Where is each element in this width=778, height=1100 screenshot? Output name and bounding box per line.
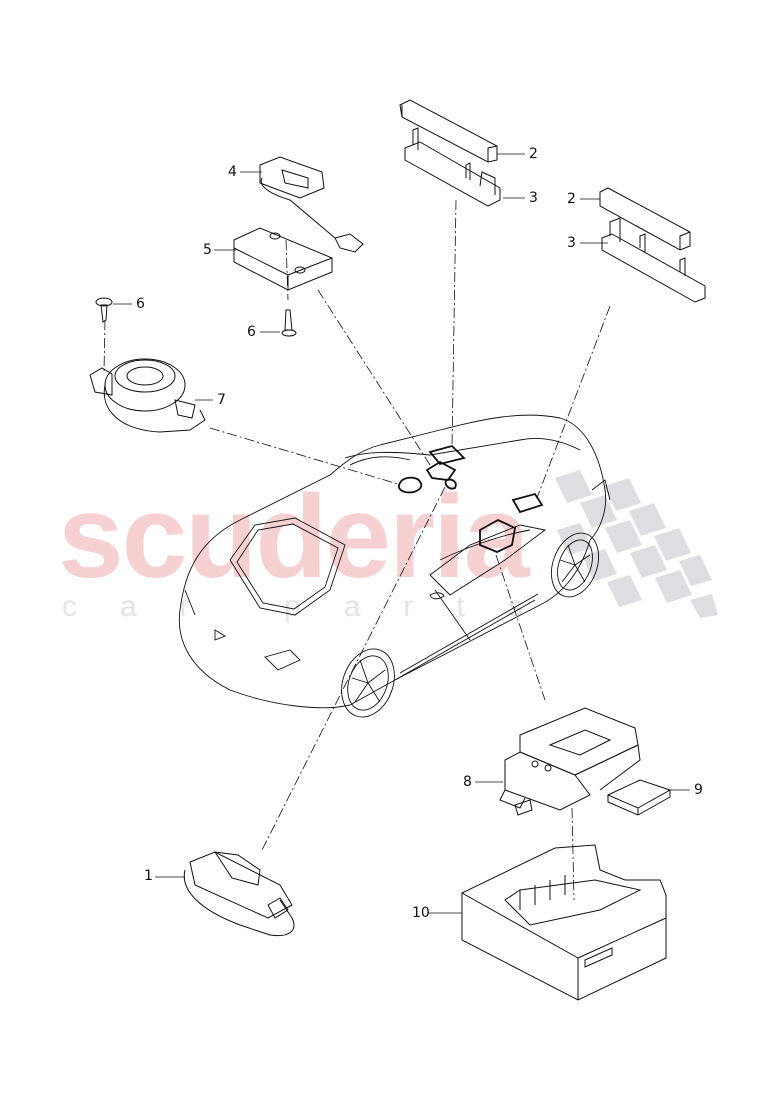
- control-unit-small-art: [233, 156, 364, 337]
- callout-10[interactable]: 10: [412, 905, 430, 921]
- callout-leaders: [113, 153, 690, 914]
- callout-8[interactable]: 8: [463, 774, 472, 790]
- callout-3-top[interactable]: 3: [529, 190, 538, 206]
- callout-2-right[interactable]: 2: [567, 191, 576, 207]
- watermark-tagline: car parts: [62, 590, 566, 623]
- callout-7[interactable]: 7: [217, 392, 226, 408]
- foam-holder-art: [461, 844, 667, 1001]
- line-art: [89, 99, 706, 1001]
- callout-6-upper[interactable]: 6: [136, 296, 145, 312]
- car-location-markers: [397, 444, 544, 553]
- speaker-art: [89, 358, 206, 433]
- callout-5[interactable]: 5: [203, 242, 212, 258]
- callout-2-top[interactable]: 2: [529, 146, 538, 162]
- callout-9[interactable]: 9: [694, 782, 703, 798]
- callout-3-right[interactable]: 3: [567, 235, 576, 251]
- watermark-brand: scuderia: [58, 471, 529, 603]
- screw-upper-art: [95, 297, 113, 323]
- interior-light-art: [183, 851, 295, 937]
- checker-flag-watermark: [555, 470, 718, 618]
- antenna-right-art: [599, 187, 706, 303]
- antenna-top-art: [399, 99, 501, 207]
- callout-4[interactable]: 4: [228, 164, 237, 180]
- leader-lines: [103, 199, 611, 901]
- control-unit-large-art: [499, 707, 641, 816]
- insulating-pad-art: [606, 779, 672, 816]
- callout-1[interactable]: 1: [144, 868, 153, 884]
- car-outline: [178, 414, 611, 718]
- callout-6-lower[interactable]: 6: [247, 324, 256, 340]
